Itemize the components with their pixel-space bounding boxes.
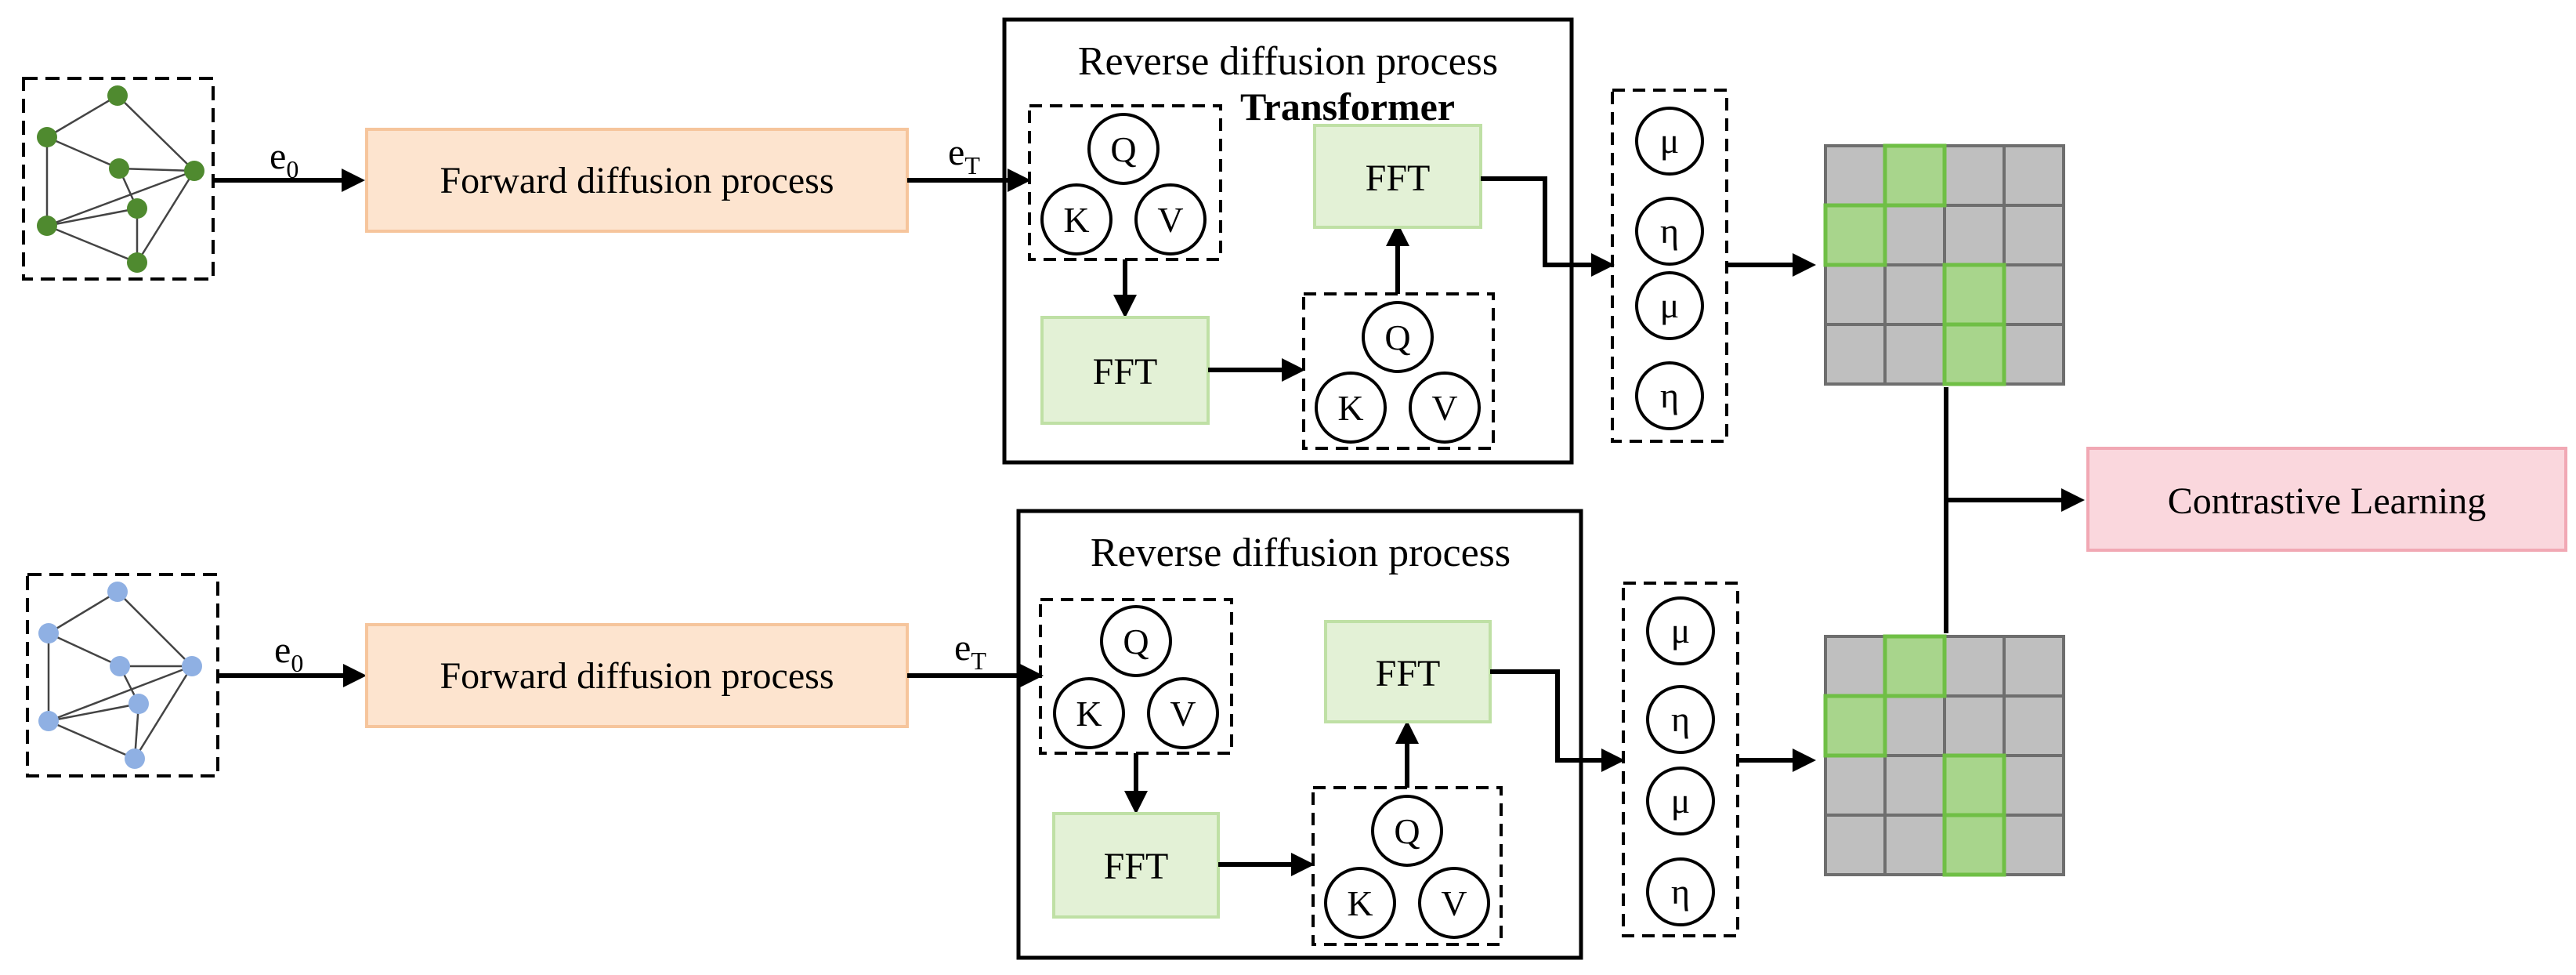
param-mu: μ <box>1671 781 1691 821</box>
attention-block-bottom-2: Q K V <box>1312 786 1503 946</box>
matrix-cell <box>2003 754 2065 817</box>
matrix-highlight-outline <box>1823 203 1887 267</box>
param-eta: η <box>1660 211 1679 251</box>
matrix-cell-highlighted <box>1883 144 1946 207</box>
matrix-cell <box>1883 204 1946 266</box>
matrix-cell-highlighted <box>1824 204 1887 266</box>
attention-block-bottom-1: Q K V <box>1039 598 1233 755</box>
reverse-diffusion-box-bottom <box>1016 509 1583 960</box>
matrix-cell <box>2003 323 2065 386</box>
query-label: Q <box>1394 811 1420 851</box>
matrix-cell <box>1824 263 1887 326</box>
graph-nodes-bottom <box>38 582 202 769</box>
matrix-cell-highlighted <box>1943 323 2006 386</box>
matrix-cell-highlighted <box>1883 635 1946 698</box>
param-column-top: μ η μ η <box>1611 89 1728 443</box>
matrix-cell <box>2003 204 2065 266</box>
matrix-cell-highlighted <box>1824 694 1887 757</box>
attention-block-top-1: Q K V <box>1028 104 1222 261</box>
matrix-cell <box>1883 323 1946 386</box>
param-column-bottom: μ η μ η <box>1622 582 1739 937</box>
reverse-diffusion-title-bottom: Reverse diffusion process <box>1091 531 1511 575</box>
query-label: Q <box>1123 622 1149 661</box>
transformer-label: Transformer <box>1240 85 1455 129</box>
forward-diffusion-label-top: Forward diffusion process <box>440 160 834 201</box>
input-graph-top <box>22 77 215 281</box>
matrix-highlight-outline <box>1883 143 1947 208</box>
param-mu: μ <box>1671 611 1691 651</box>
param-mu: μ <box>1660 121 1680 161</box>
matrix-highlight-outline <box>1883 634 1947 698</box>
matrix-cell <box>1883 694 1946 757</box>
matrix-cell <box>2003 263 2065 326</box>
fft-label: FFT <box>1104 846 1169 887</box>
matrix-cell <box>1824 635 1887 698</box>
contrastive-learning-box <box>2086 447 2567 552</box>
matrix-cell <box>1943 144 2006 207</box>
matrix-cell <box>1824 323 1887 386</box>
arrow-fft-to-params-top <box>1481 176 1615 277</box>
contrastive-branch: Contrastive Learning <box>1944 387 2567 633</box>
param-eta: η <box>1660 375 1679 415</box>
param-eta: η <box>1671 699 1690 739</box>
matrix-cell <box>1943 694 2006 757</box>
fft-label: FFT <box>1376 653 1441 694</box>
matrix-cell-highlighted <box>1943 263 2006 326</box>
matrix-cell <box>1943 204 2006 266</box>
fft-label: FFT <box>1093 351 1158 393</box>
pipeline-top: e0 Forward diffusion process eT Reverse … <box>22 17 2065 465</box>
matrix-cell <box>1824 754 1887 817</box>
matrix-cell <box>2003 814 2065 876</box>
value-label: V <box>1431 388 1457 428</box>
matrix-cell <box>1883 754 1946 817</box>
matrix-cell-highlighted <box>1943 814 2006 876</box>
graph-nodes-top <box>37 85 204 273</box>
param-mu: μ <box>1660 285 1680 325</box>
key-label: K <box>1063 200 1089 240</box>
arrow-fft-to-params-bottom <box>1490 669 1625 772</box>
matrix-cell <box>2003 144 2065 207</box>
value-label: V <box>1441 883 1467 923</box>
matrix-cell <box>1824 814 1887 876</box>
graph-edges-top <box>45 94 196 264</box>
matrix-highlight-outline <box>1942 322 2006 386</box>
contrastive-learning-label: Contrastive Learning <box>2168 480 2487 522</box>
reverse-diffusion-title-top: Reverse diffusion process <box>1078 39 1498 84</box>
key-label: K <box>1076 694 1102 734</box>
edge-label-e0-bottom: e0 <box>274 629 303 677</box>
forward-diffusion-box-bottom <box>365 623 909 728</box>
fft-label: FFT <box>1366 158 1431 199</box>
forward-diffusion-box-top <box>365 128 909 233</box>
matrix-highlight-outline <box>1823 694 1887 758</box>
query-label: Q <box>1384 317 1410 357</box>
matrix-cell-highlighted <box>1943 754 2006 817</box>
pipeline-bottom: e0 Forward diffusion process eT Reverse … <box>26 509 2065 960</box>
reverse-diffusion-box-top <box>1002 17 1574 465</box>
param-eta: η <box>1671 872 1690 912</box>
matrix-cell <box>1943 635 2006 698</box>
fft-box-top-2 <box>1313 124 1482 229</box>
matrix-cell <box>1824 144 1887 207</box>
key-label: K <box>1347 883 1373 923</box>
query-label: Q <box>1110 129 1136 169</box>
matrix-cell <box>2003 635 2065 698</box>
fft-box-bottom-2 <box>1324 620 1492 723</box>
edge-label-eT-top: eT <box>948 132 980 179</box>
matrix-cell <box>2003 694 2065 757</box>
edge-label-e0-top: e0 <box>270 136 298 183</box>
matrix-cell <box>1883 263 1946 326</box>
input-graph-bottom <box>26 573 219 777</box>
value-label: V <box>1170 694 1196 734</box>
adjacency-matrix-bottom <box>1823 634 2065 877</box>
attention-block-top-2: Q K V <box>1302 292 1495 450</box>
matrix-highlight-outline <box>1942 813 2006 877</box>
adjacency-matrix-top <box>1823 143 2065 386</box>
edge-label-eT-bottom: eT <box>954 627 986 675</box>
key-label: K <box>1337 388 1363 428</box>
value-label: V <box>1157 200 1183 240</box>
forward-diffusion-label-bottom: Forward diffusion process <box>440 655 834 697</box>
matrix-cell <box>1883 814 1946 876</box>
fft-box-top-1 <box>1040 316 1210 425</box>
